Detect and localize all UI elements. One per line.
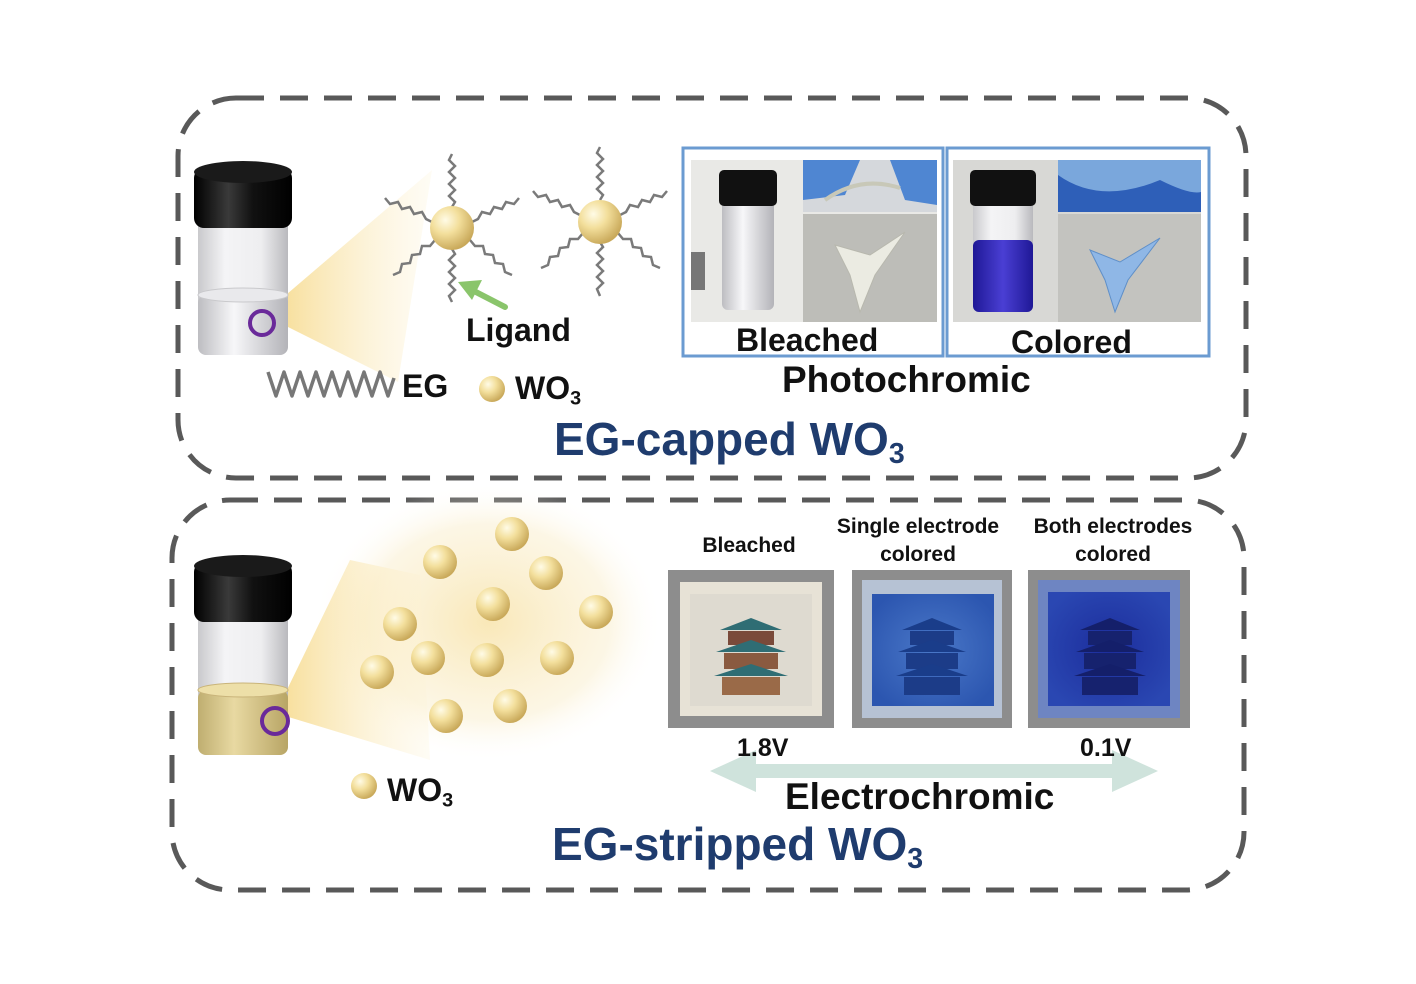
bottom-section-title: EG-stripped WO3 [552,818,923,873]
top-vial-light-cone [270,170,432,382]
bottom-vial-liquid-surface [197,682,289,698]
bottom-vial [194,555,430,760]
photo-panel-bleached [681,146,945,358]
capped-particle-2 [532,146,668,297]
eg-legend-wave [266,370,396,398]
state-both-line1: Both electrodes [1033,515,1193,538]
top-vial-sample-marker [248,309,276,337]
photochromic-label: Photochromic [782,359,1031,400]
state-single-line2: colored [880,543,956,567]
particle [411,641,445,675]
top-section-border [175,95,1249,481]
state-single-label: Single electrode colored [824,513,1012,570]
state-both-label: Both electrodes colored [1020,513,1206,570]
device-single-electrode [852,570,1012,728]
top-section-title: EG-capped WO3 [554,413,905,468]
electrochromic-label: Electrochromic [785,776,1055,817]
voltage-left-label: 1.8V [737,734,789,762]
particle [360,655,394,689]
device-bleached [668,570,834,728]
bottom-wo3-sub: 3 [442,789,454,812]
photo-bleached-label: Bleached [736,322,879,358]
top-title-sub: 3 [888,437,905,470]
bottom-vial-light-cone [272,560,430,760]
particle [495,517,529,551]
photo-colored-label: Colored [1011,324,1132,360]
bottom-wo3-main: WO [387,772,443,808]
bottom-wo3-label: WO3 [387,772,453,810]
particle [476,587,510,621]
state-single-line1: Single electrode [836,515,1000,538]
particle [383,607,417,641]
bottom-wo3-legend-sphere [351,773,377,799]
particle [579,595,613,629]
particle [540,641,574,675]
particle [423,545,457,579]
particle [529,556,563,590]
photo-panel-colored [945,146,1211,358]
particle [470,643,504,677]
top-wo3-legend-sphere [479,376,505,402]
bottom-vial-sample-marker [260,706,290,736]
device-both-electrodes [1028,570,1190,728]
particle [429,699,463,733]
bottom-title-main: EG-stripped WO [552,818,908,870]
electrochromic-double-arrow [710,750,1158,792]
top-wo3-label: WO3 [515,370,581,408]
top-wo3-main: WO [515,370,571,406]
eg-label: EG [402,368,449,404]
bottom-title-sub: 3 [907,842,924,875]
top-vial [194,161,432,382]
ligand-label: Ligand [466,312,571,348]
top-vial-cap-top [194,161,292,183]
state-both-line2: colored [1075,543,1151,567]
bottom-vial-cap [194,562,292,622]
top-title-main: EG-capped WO [554,413,889,465]
voltage-right-label: 0.1V [1080,734,1132,762]
bottom-vial-liquid [198,690,288,755]
capped-particle-1 [384,153,520,303]
ligand-arrow [458,280,508,310]
top-vial-cap [194,168,292,228]
bottom-vial-cap-top [194,555,292,577]
stripped-particles [360,517,613,733]
state-bleached-label: Bleached [702,534,796,557]
particle [493,689,527,723]
top-wo3-sub: 3 [570,387,582,410]
top-vial-liquid-surface [197,287,289,303]
